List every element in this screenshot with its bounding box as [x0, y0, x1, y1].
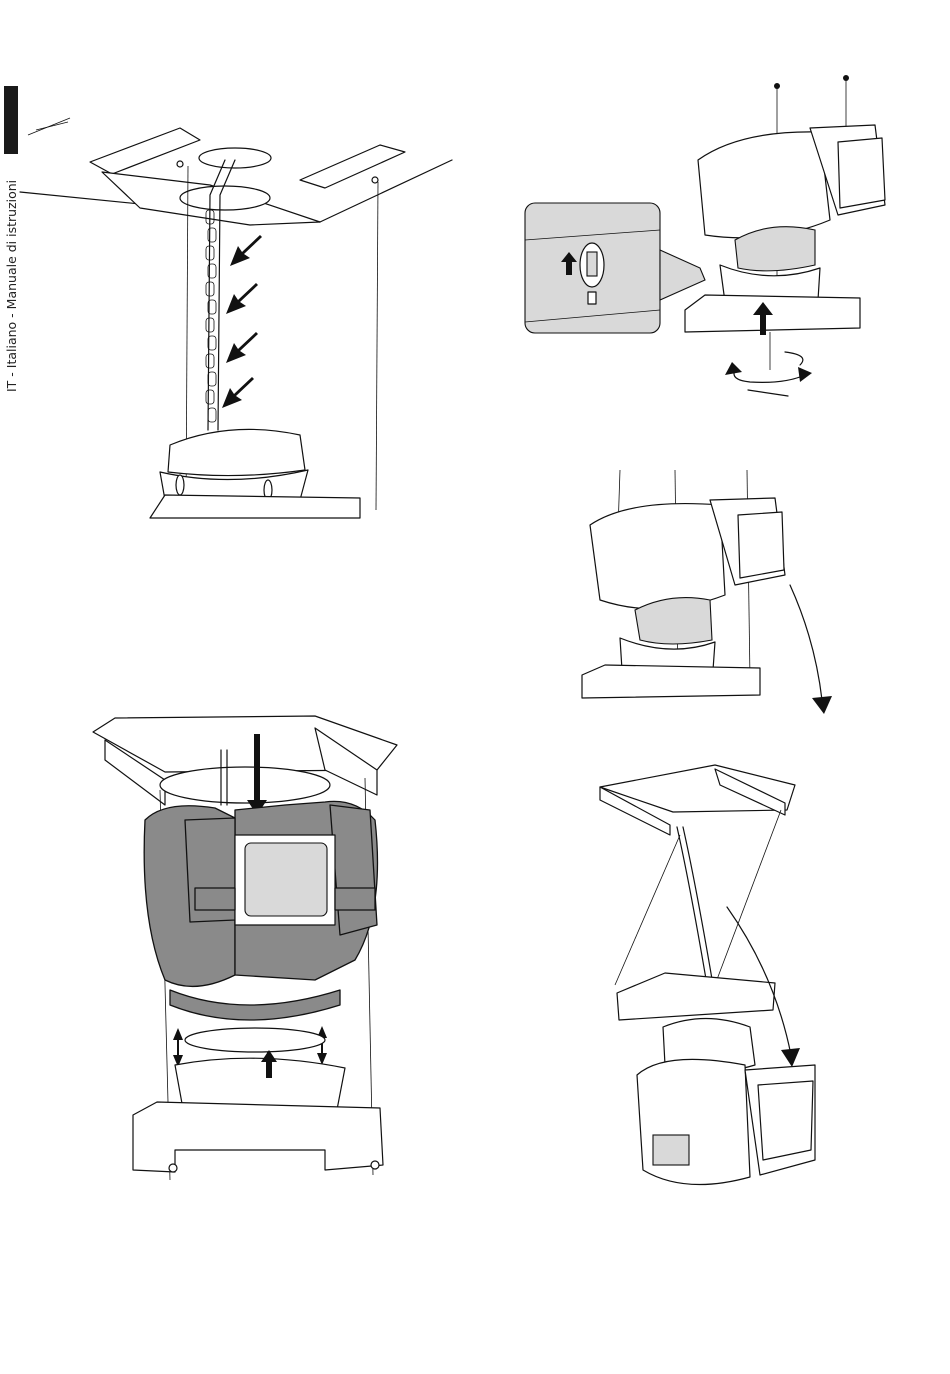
- arrow-down-left-icon: [222, 377, 254, 408]
- fig-unit-hanging: [595, 765, 820, 1205]
- arrow-down-left-icon: [230, 235, 262, 266]
- rotate-arrow-icon: [734, 370, 805, 382]
- sidebar-language-label: IT - Italiano - Manuale di istruzioni: [4, 180, 19, 392]
- section-tab-marker: [4, 86, 18, 154]
- curved-arrow-icon: [790, 585, 822, 700]
- fig-unit-tilt: [560, 470, 850, 720]
- arrow-down-left-icon: [226, 332, 258, 363]
- fig-screw-lock-detail: [520, 70, 920, 410]
- arrow-down-left-icon: [226, 283, 258, 314]
- fig-chain-hooks: [20, 100, 460, 520]
- double-arrow-icon: [173, 1028, 183, 1067]
- fig-camera-mount-lower: [85, 710, 405, 1180]
